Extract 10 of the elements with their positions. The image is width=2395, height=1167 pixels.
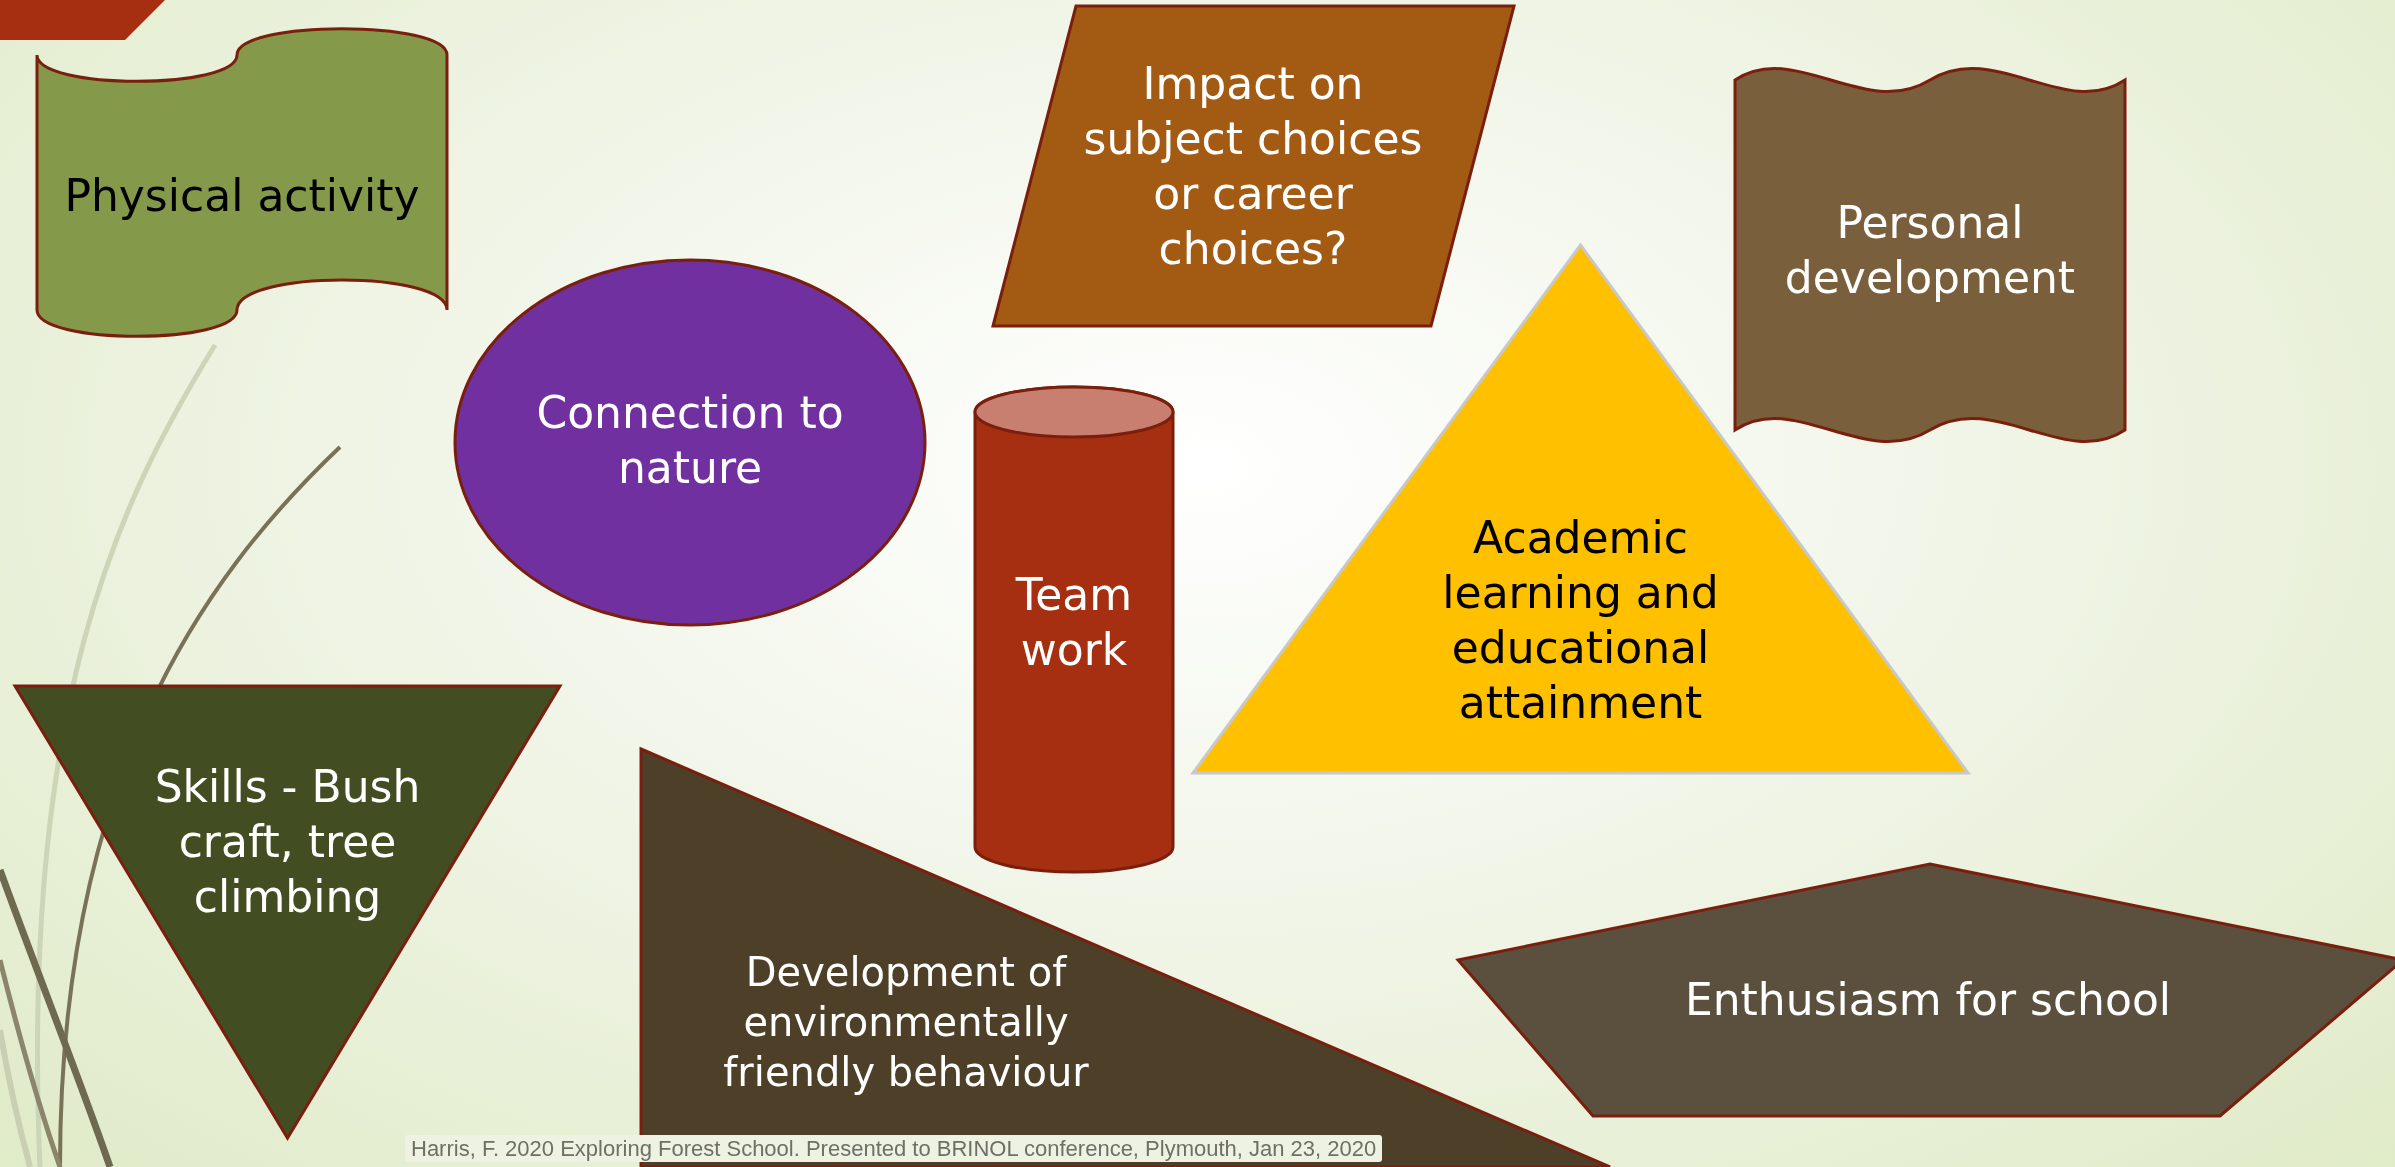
shape-label: Physical activity	[64, 168, 420, 223]
shape-label: Personal development	[1783, 196, 2077, 305]
shape-label: Development of environmentally friendly behaviour	[722, 947, 1090, 1097]
shape-label: Team work	[1014, 568, 1134, 677]
shape-label: Impact on subject choices or career choices?	[1083, 57, 1423, 276]
shape-label: Enthusiasm for school	[1684, 972, 2172, 1027]
shape-label: Skills - Bush craft, tree climbing	[153, 759, 422, 924]
shape-label: Academic learning and educational attainment	[1441, 511, 1720, 730]
shape-label: Connection to nature	[535, 386, 845, 495]
citation-footer: Harris, F. 2020 Exploring Forest School. Presented to BRINOL conference, Plymouth, Jan 23, 2020	[405, 1135, 1383, 1162]
